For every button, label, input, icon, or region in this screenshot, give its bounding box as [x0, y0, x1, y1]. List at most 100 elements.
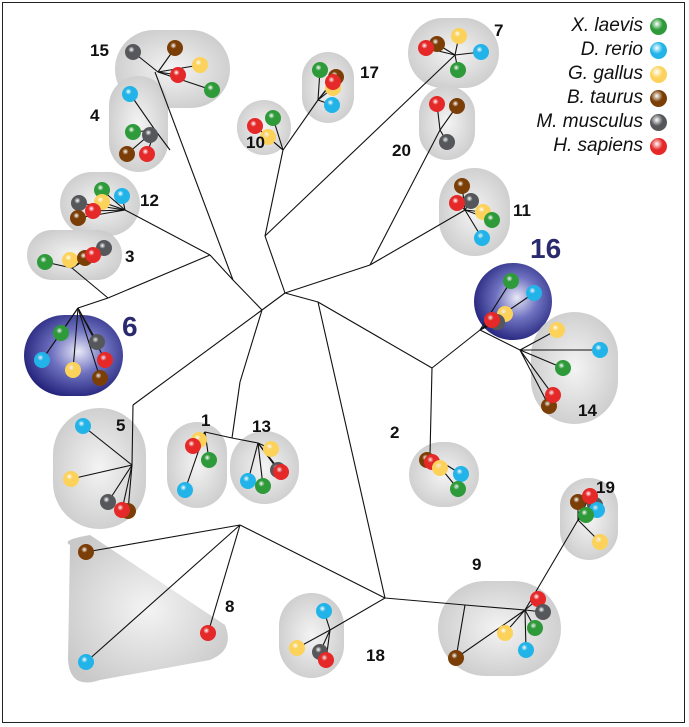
cluster-label: 10: [246, 133, 265, 152]
species-node-dr: [240, 473, 256, 489]
legend-label: D. rerio: [580, 39, 643, 60]
species-node-xl: [578, 507, 594, 523]
species-node-dr: [473, 44, 489, 60]
tree-branch: [71, 267, 109, 299]
species-node-bt: [454, 178, 470, 194]
species-node-hs: [200, 625, 216, 641]
species-node-mm: [125, 44, 141, 60]
tree-branch: [239, 524, 386, 599]
legend-entry: H. sapiens: [536, 134, 667, 158]
species-node-dr: [316, 603, 332, 619]
tree-branch: [77, 307, 106, 361]
species-node-dr: [324, 97, 340, 113]
species-node-hs: [97, 352, 113, 368]
tree-branch: [232, 279, 263, 311]
species-node-mm: [463, 193, 479, 209]
tree-branch: [107, 254, 211, 299]
cluster-label: 16: [530, 233, 561, 264]
cluster-4-region: [109, 76, 168, 172]
species-node-xl: [527, 620, 543, 636]
tree-branch: [209, 254, 234, 281]
tree-branch: [317, 301, 433, 369]
tree-branch: [519, 349, 550, 407]
tree-branch: [369, 129, 441, 266]
species-node-hs: [449, 195, 465, 211]
tree-branch: [431, 329, 481, 369]
legend-entry: X. laevis: [536, 14, 667, 38]
species-node-bt: [449, 98, 465, 114]
cluster-label: 12: [140, 191, 159, 210]
cluster-label: 1: [201, 411, 210, 430]
legend-label: M. musculus: [536, 111, 643, 132]
cluster-5-region: [53, 408, 146, 529]
species-node-dr: [474, 230, 490, 246]
tree-branch: [264, 149, 284, 237]
species-node-xl: [503, 273, 519, 289]
tree-branch: [72, 307, 79, 371]
cluster-label: 20: [392, 141, 411, 160]
cluster-label: 17: [360, 63, 379, 82]
species-node-hs: [429, 96, 445, 112]
tree-branch: [77, 307, 101, 379]
species-node-hs: [418, 40, 434, 56]
tree-branch: [85, 524, 241, 663]
legend-label: X. laevis: [571, 15, 643, 36]
tree-branch: [231, 437, 259, 444]
species-node-bt: [448, 650, 464, 666]
cluster-11-region: [439, 168, 510, 256]
tree-branch: [455, 604, 466, 659]
species-node-gg: [192, 57, 208, 73]
species-marker-icon: [650, 17, 667, 35]
species-node-gg: [260, 129, 276, 145]
species-node-hs: [170, 67, 186, 83]
species-node-bt: [119, 146, 135, 162]
species-node-xl: [450, 62, 466, 78]
cluster-label: 8: [225, 597, 234, 616]
species-node-hs: [114, 502, 130, 518]
legend-entry: D. rerio: [536, 38, 667, 62]
species-node-hs: [318, 652, 334, 668]
cluster-label: 18: [366, 646, 385, 665]
tree-branch: [429, 367, 433, 456]
species-node-gg: [451, 28, 467, 44]
cluster-label: 2: [390, 423, 399, 442]
cluster-label: 3: [125, 247, 134, 266]
species-node-hs: [325, 74, 341, 90]
legend-label: H. sapiens: [553, 135, 643, 156]
tree-branch: [329, 597, 386, 631]
species-node-bt: [570, 494, 586, 510]
species-node-gg: [63, 471, 79, 487]
cluster-label: 15: [90, 41, 109, 60]
cluster-label: 5: [116, 416, 125, 435]
species-node-gg: [62, 252, 78, 268]
tree-branch: [231, 381, 241, 439]
species-node-xl: [255, 478, 271, 494]
species-node-gg: [592, 534, 608, 550]
legend-label: B. taurus: [566, 87, 643, 108]
species-node-mm: [89, 334, 105, 350]
tree-branch: [157, 71, 213, 91]
species-node-xl: [265, 110, 281, 126]
cluster-label: 19: [596, 478, 615, 497]
tree-branch: [85, 524, 241, 553]
cluster-label: 14: [578, 401, 597, 420]
species-node-xl: [484, 212, 500, 228]
tree-branch: [239, 309, 263, 383]
tree-branch: [369, 209, 466, 266]
tree-branch: [455, 609, 526, 659]
tree-branch: [207, 524, 241, 634]
cluster-18-region: [279, 593, 344, 678]
species-node-mm: [439, 134, 455, 150]
species-node-bt: [92, 370, 108, 386]
tree-branch: [70, 464, 133, 480]
legend-entry: G. gallus: [536, 62, 667, 86]
species-node-hs: [545, 387, 561, 403]
cluster-label: 6: [122, 311, 138, 342]
species-node-gg: [497, 625, 513, 641]
species-node-bt: [167, 40, 183, 56]
species-node-gg: [263, 441, 279, 457]
species-node-xl: [555, 360, 571, 376]
cluster-8-region: [67, 535, 228, 683]
tree-branch: [124, 209, 211, 256]
